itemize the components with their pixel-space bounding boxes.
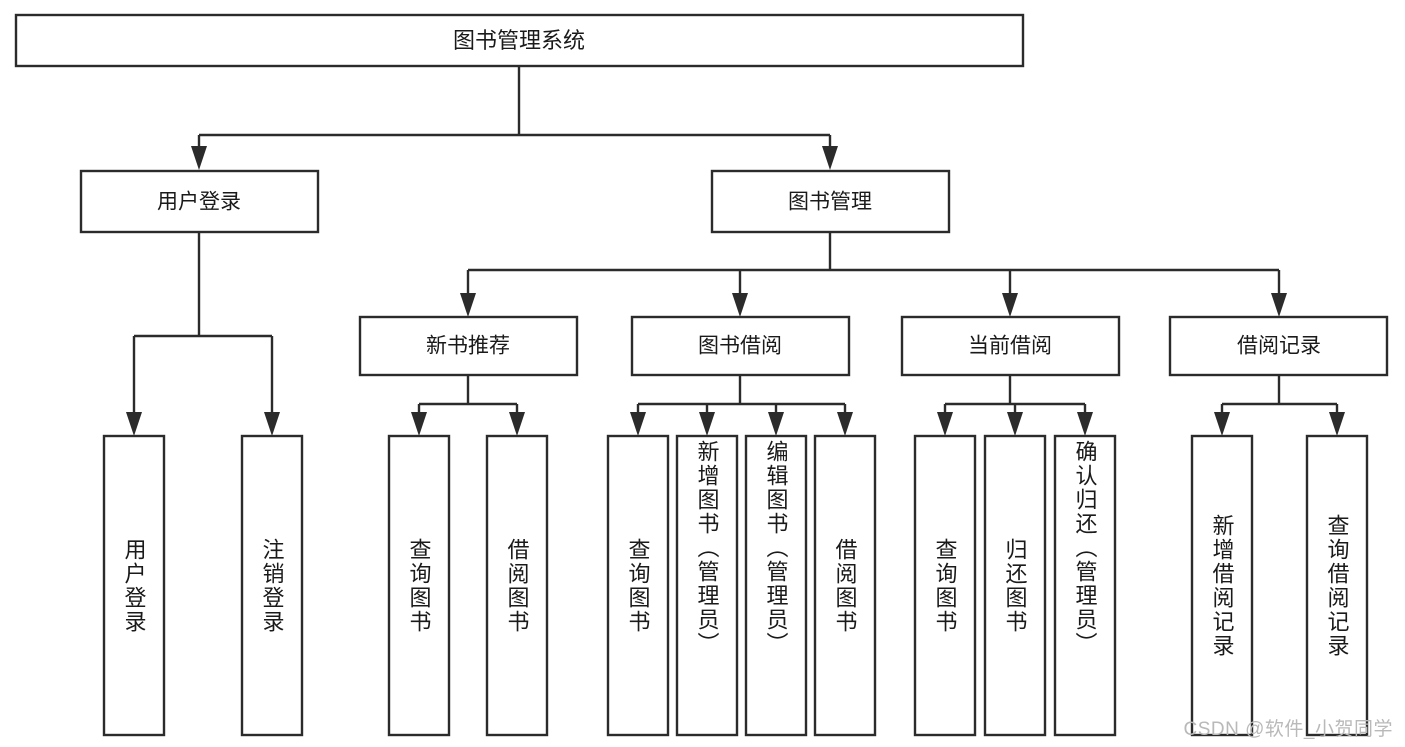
node-box-leaf-borrow-book-b[interactable] [813, 434, 877, 737]
watermark-text: CSDN @软件_小贺同学 [1183, 719, 1393, 740]
node-label-borrow-record: 借阅记录 [1237, 335, 1321, 358]
node-box-root[interactable] [14, 13, 1025, 68]
arrow-head-icon [1271, 293, 1287, 317]
arrow-head-icon [1214, 412, 1230, 436]
node-label-book-borrow: 图书借阅 [698, 335, 782, 358]
node-root-library-system[interactable]: 图书管理系统 [14, 13, 1025, 68]
arrow-head-icon [191, 146, 207, 170]
node-book-management[interactable]: 图书管理 [710, 169, 951, 234]
arrow-head-icon [732, 293, 748, 317]
node-box-book-borrow[interactable] [630, 315, 851, 377]
node-box-leaf-query-borrow-record[interactable] [1305, 434, 1369, 737]
connector-userlogin-to-leaves [126, 232, 280, 436]
connector-bookmgmt-to-level3 [460, 232, 1287, 317]
node-box-leaf-query-book-b[interactable] [606, 434, 670, 737]
connector-borrow-to-leaves [630, 375, 853, 436]
arrow-head-icon [1007, 412, 1023, 436]
node-box-leaf-user-login[interactable] [102, 434, 166, 737]
arrow-head-icon [264, 412, 280, 436]
node-borrow-record[interactable]: 借阅记录 [1168, 315, 1389, 377]
arrow-head-icon [460, 293, 476, 317]
node-book-borrow[interactable]: 图书借阅 [630, 315, 851, 377]
arrow-head-icon [937, 412, 953, 436]
node-box-book-management[interactable] [710, 169, 951, 234]
node-box-new-book-recommend[interactable] [358, 315, 579, 377]
arrow-head-icon [1077, 412, 1093, 436]
node-box-leaf-add-book-admin[interactable] [675, 434, 739, 737]
node-box-borrow-record[interactable] [1168, 315, 1389, 377]
node-label-current-borrow: 当前借阅 [968, 335, 1052, 358]
node-label-new-book-recommend: 新书推荐 [426, 335, 510, 358]
connector-newbook-to-leaves [411, 375, 525, 436]
connector-record-to-leaves [1214, 375, 1345, 436]
node-label-root: 图书管理系统 [453, 28, 585, 53]
node-box-leaf-confirm-return-admin[interactable] [1053, 434, 1117, 737]
node-box-leaf-query-book-a[interactable] [387, 434, 451, 737]
arrow-head-icon [768, 412, 784, 436]
arrow-head-icon [1002, 293, 1018, 317]
node-box-leaf-logout[interactable] [240, 434, 304, 737]
arrow-head-icon [126, 412, 142, 436]
node-box-leaf-query-book-c[interactable] [913, 434, 977, 737]
node-box-leaf-edit-book-admin[interactable] [744, 434, 808, 737]
node-label-user-login: 用户登录 [157, 191, 241, 214]
arrow-head-icon [509, 412, 525, 436]
node-new-book-recommend[interactable]: 新书推荐 [358, 315, 579, 377]
node-current-borrow[interactable]: 当前借阅 [900, 315, 1121, 377]
node-user-login[interactable]: 用户登录 [79, 169, 320, 234]
node-box-leaf-borrow-book-a[interactable] [485, 434, 549, 737]
connector-current-to-leaves [937, 375, 1093, 436]
arrow-head-icon [630, 412, 646, 436]
arrow-head-icon [837, 412, 853, 436]
node-box-leaf-add-borrow-record[interactable] [1190, 434, 1254, 737]
node-box-current-borrow[interactable] [900, 315, 1121, 377]
arrow-head-icon [1329, 412, 1345, 436]
arrow-head-icon [411, 412, 427, 436]
node-box-user-login[interactable] [79, 169, 320, 234]
connector-root-to-level2 [191, 66, 838, 170]
node-label-book-management: 图书管理 [788, 191, 872, 214]
node-box-leaf-return-book[interactable] [983, 434, 1047, 737]
arrow-head-icon [699, 412, 715, 436]
arrow-head-icon [822, 146, 838, 170]
